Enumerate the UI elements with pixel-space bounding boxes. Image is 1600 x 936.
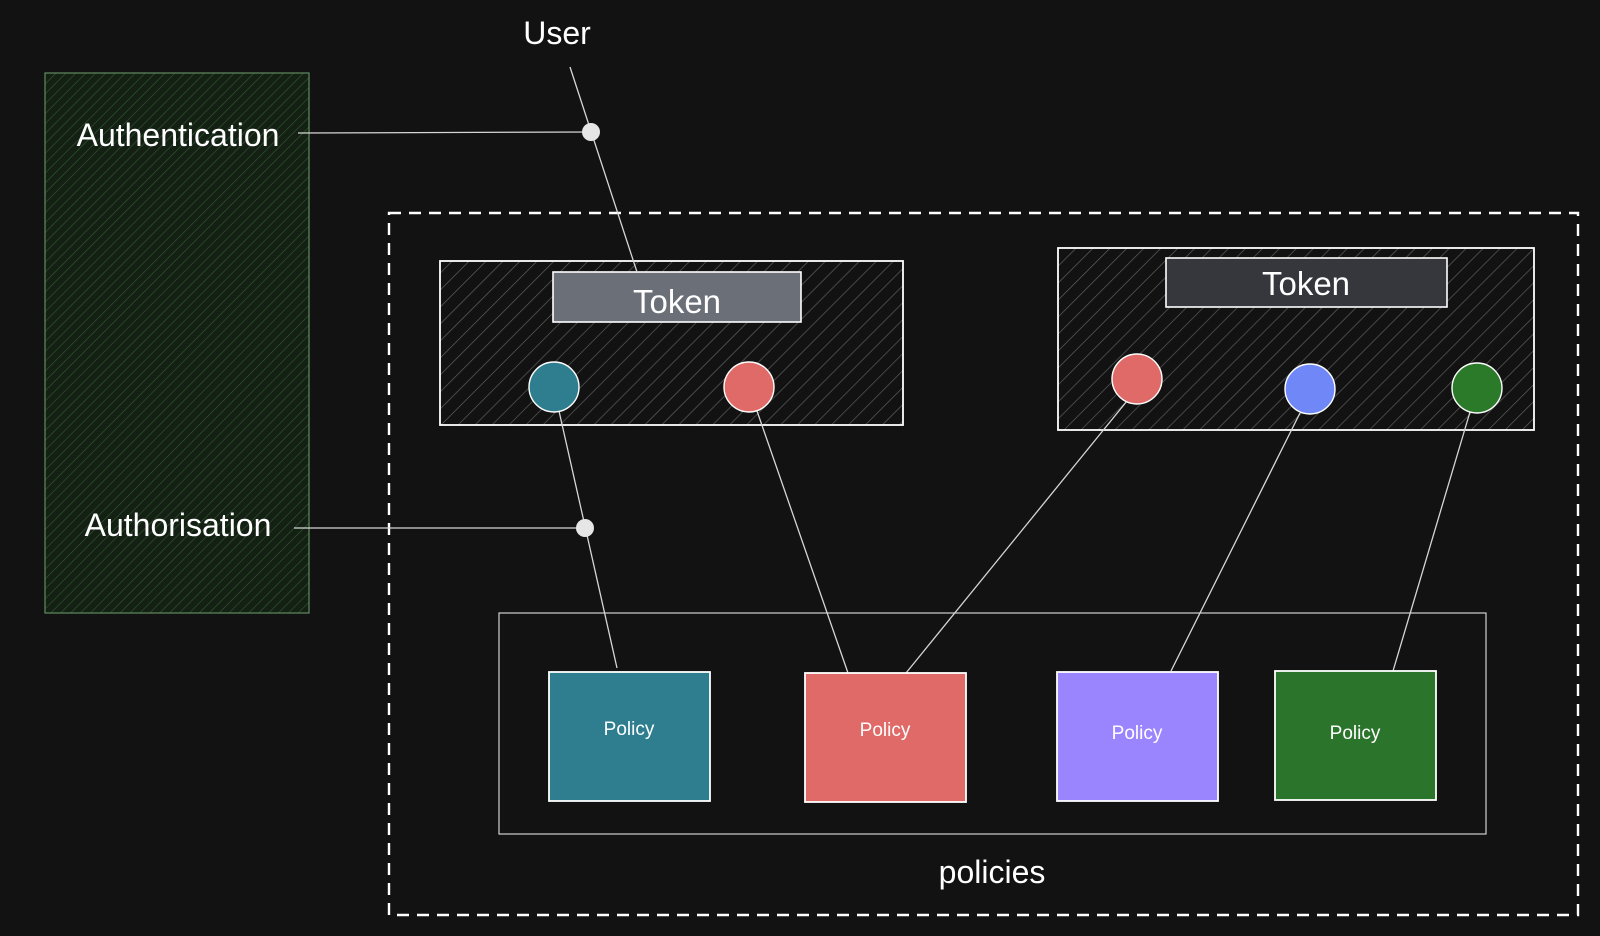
token-label-2: Token: [1262, 265, 1350, 302]
junction-authorisation: [576, 519, 594, 537]
policy-box-purple: [1056, 671, 1219, 802]
label-authorisation: Authorisation: [85, 507, 272, 543]
token-header-1: [552, 271, 802, 323]
junction-authentication: [582, 123, 600, 141]
policy-label-red: Policy: [860, 720, 911, 741]
connector-red-2: [905, 400, 1128, 674]
claim-red: [1111, 353, 1163, 405]
label-user: User: [523, 15, 591, 51]
connector-teal: [558, 410, 618, 669]
token-header-2: [1165, 257, 1448, 308]
claim-teal: [528, 361, 580, 413]
claim-blue: [1284, 363, 1336, 415]
connector-green: [1392, 411, 1471, 672]
label-authentication: Authentication: [77, 117, 280, 153]
policy-box-teal: [548, 671, 711, 802]
policy-label-green: Policy: [1330, 723, 1381, 744]
claim-red: [723, 361, 775, 413]
connector-blue: [1170, 412, 1301, 672]
connector-red-1: [756, 410, 849, 674]
policy-box-red: [804, 672, 967, 803]
policy-label-teal: Policy: [604, 719, 655, 740]
policy-box-green: [1274, 670, 1437, 801]
token-label-1: Token: [633, 283, 721, 320]
policies-box: [498, 612, 1487, 835]
policies-container-dashed: [387, 211, 1580, 917]
claim-green: [1451, 362, 1503, 414]
side-panel: [44, 72, 310, 614]
policy-label-purple: Policy: [1112, 723, 1163, 744]
connector-user-token: [569, 66, 638, 273]
label-policies: policies: [939, 854, 1046, 890]
connector-authentication: [297, 131, 592, 134]
